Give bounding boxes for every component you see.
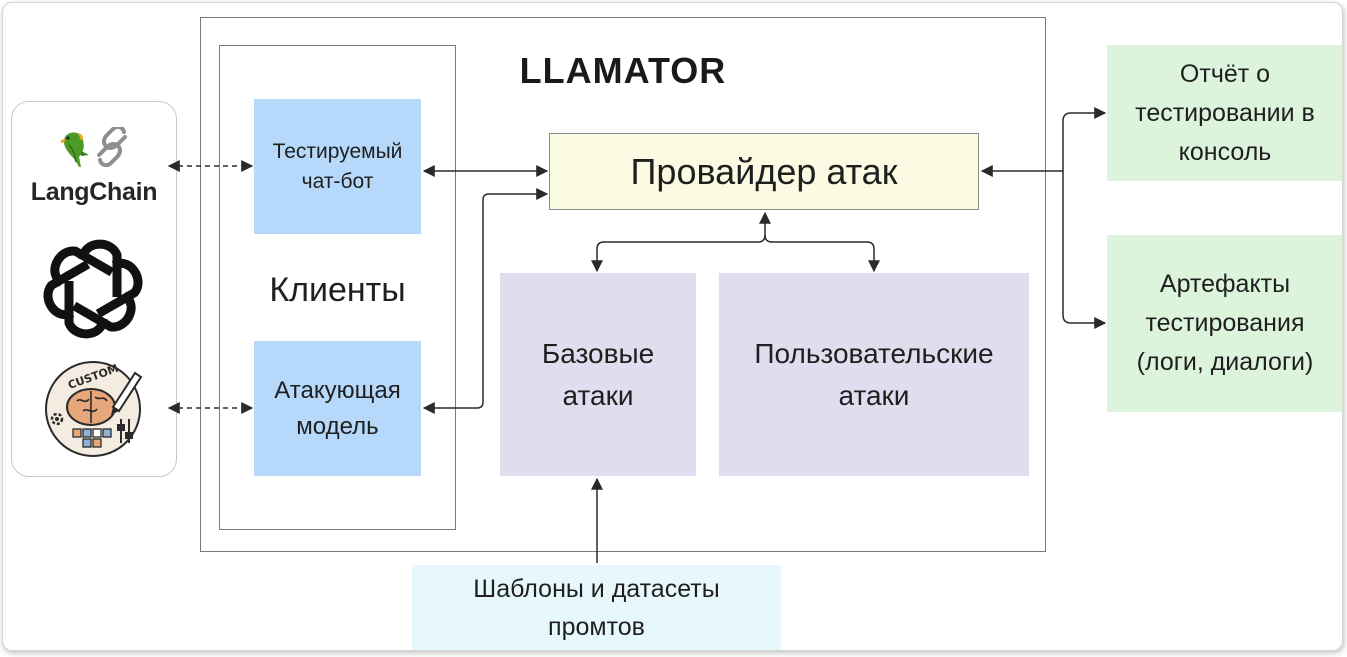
tested-chatbot-line-1: Тестируемый <box>272 139 403 163</box>
tiles-icon <box>72 428 112 448</box>
attack-provider-box: Провайдер атак <box>549 133 979 210</box>
artifacts-line-2: тестирования <box>1145 309 1305 337</box>
attack-model-provider-arrow <box>422 188 549 414</box>
artifacts-line-1: Артефакты <box>1159 270 1291 298</box>
connector-layer <box>167 107 1107 563</box>
custom-attacks-box: Пользовательские атаки <box>719 273 1029 476</box>
artifacts-line-3: (логи, диалоги) <box>1136 348 1314 376</box>
custom-attacks-line-1: Пользовательские <box>754 337 994 369</box>
provider-base-attacks-arrow <box>591 211 771 273</box>
openai-icon <box>37 239 149 345</box>
tested-chatbot-line-2: чат-бот <box>301 169 374 193</box>
parrot-icon <box>60 132 89 167</box>
custom-attacks-line-2: атаки <box>838 379 910 411</box>
llamator-frame <box>200 17 1046 552</box>
attack-model-box: Атакующая модель <box>254 341 421 476</box>
artifacts-box: Артефакты тестирования (логи, диалоги) <box>1107 235 1342 412</box>
base-attacks-line-2: атаки <box>562 379 634 411</box>
templates-box: Шаблоны и датасеты промтов <box>412 565 781 650</box>
attack-model-line-2: модель <box>296 412 379 440</box>
base-attacks-line-1: Базовые <box>541 337 655 369</box>
attack-model-line-1: Атакующая <box>274 376 401 404</box>
gear-icon <box>50 412 64 426</box>
sliders-icon <box>117 419 133 443</box>
output-console-report-arrow <box>1062 107 1107 171</box>
console-report-line-1: Отчёт о <box>1179 59 1271 88</box>
custom-model-icon: CUSTOM <box>45 361 143 457</box>
clients-label: Клиенты <box>269 270 406 309</box>
console-report-box: Отчёт о тестировании в консоль <box>1107 45 1342 181</box>
chain-link-icon <box>97 127 127 168</box>
console-report-line-2: тестировании в <box>1135 98 1315 127</box>
provider-custom-attacks-arrow <box>764 234 880 273</box>
pen-icon <box>111 371 143 415</box>
console-report-line-3: консоль <box>1178 137 1272 166</box>
tested-chatbot-box: Тестируемый чат-бот <box>254 99 421 234</box>
langchain-icons <box>60 127 127 168</box>
templates-line-1: Шаблоны и датасеты <box>473 575 720 603</box>
output-artifacts-arrow <box>1062 171 1107 329</box>
langchain-wordmark: LangChain <box>30 177 158 206</box>
llamator-title: LLAMATOR <box>519 50 727 91</box>
templates-line-2: промтов <box>548 613 645 641</box>
